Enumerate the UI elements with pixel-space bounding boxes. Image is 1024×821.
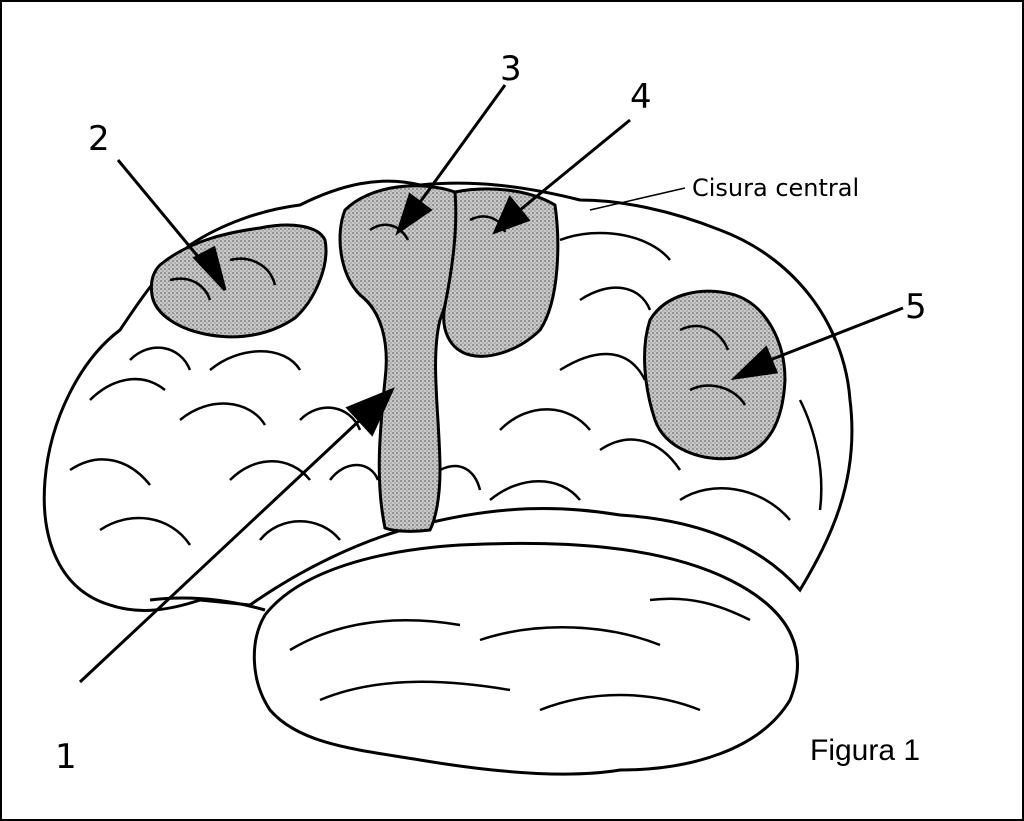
label-2: 2	[88, 119, 110, 159]
central-sulcus-label: Cisura central	[692, 174, 859, 202]
temporal-lobe	[254, 543, 797, 774]
label-3: 3	[500, 49, 522, 89]
figure-caption: Figura 1	[810, 734, 920, 767]
label-1: 1	[55, 737, 77, 777]
label-5: 5	[905, 287, 927, 327]
label-4: 4	[630, 77, 652, 117]
region-4	[444, 189, 558, 356]
